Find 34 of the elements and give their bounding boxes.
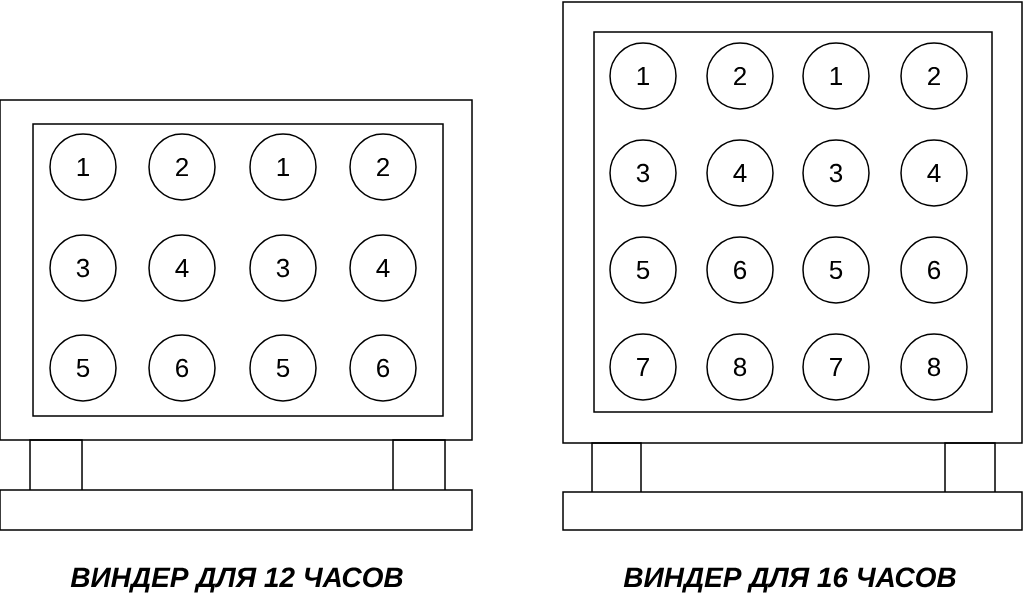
watch-slot: 1 — [609, 42, 677, 110]
watch-slot: 2 — [148, 133, 216, 201]
winder-frame — [0, 99, 473, 441]
watch-slot: 8 — [706, 333, 774, 401]
watch-slot: 8 — [900, 333, 968, 401]
inner-panel — [32, 123, 444, 417]
watch-slot: 1 — [802, 42, 870, 110]
watch-slot: 5 — [802, 236, 870, 304]
inner-panel — [593, 31, 993, 413]
watch-slot: 4 — [900, 139, 968, 207]
watch-slot: 3 — [802, 139, 870, 207]
watch-slot: 7 — [802, 333, 870, 401]
watch-slot: 3 — [609, 139, 677, 207]
watch-slot: 3 — [249, 234, 317, 302]
watch-slot: 5 — [609, 236, 677, 304]
watch-slot: 2 — [900, 42, 968, 110]
watch-slot: 1 — [49, 133, 117, 201]
watch-slot: 6 — [900, 236, 968, 304]
watch-slot: 1 — [249, 133, 317, 201]
winder-frame — [562, 1, 1023, 444]
watch-slot: 2 — [349, 133, 417, 201]
watch-slot: 4 — [148, 234, 216, 302]
watch-slot: 4 — [349, 234, 417, 302]
watch-slot: 5 — [49, 334, 117, 402]
watch-slot: 3 — [49, 234, 117, 302]
watch-slot: 6 — [706, 236, 774, 304]
caption: ВИНДЕР ДЛЯ 16 ЧАСОВ — [623, 567, 956, 593]
watch-slot: 2 — [706, 42, 774, 110]
watch-slot: 6 — [148, 334, 216, 402]
watch-slot: 6 — [349, 334, 417, 402]
watch-slot: 5 — [249, 334, 317, 402]
watch-slot: 4 — [706, 139, 774, 207]
watch-slot: 7 — [609, 333, 677, 401]
caption: ВИНДЕР ДЛЯ 12 ЧАСОВ — [70, 567, 403, 593]
